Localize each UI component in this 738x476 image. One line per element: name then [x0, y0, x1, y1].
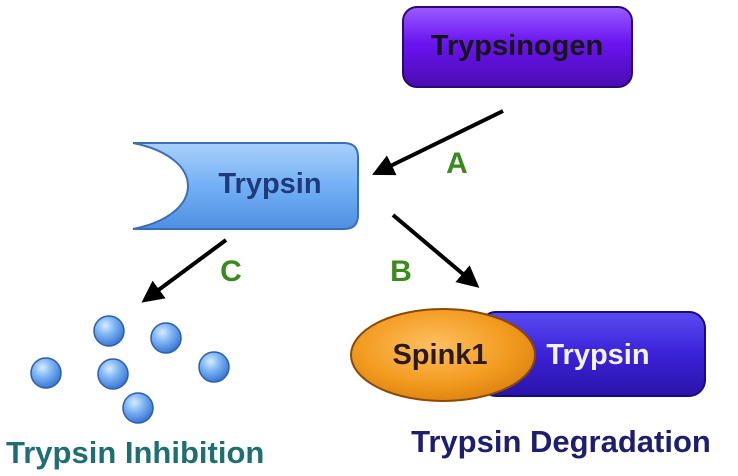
fragment-ball	[150, 322, 182, 354]
trypsin-bound-label: Trypsin	[546, 339, 649, 371]
trypsin-fragments	[30, 315, 230, 424]
caption-trypsin-degradation: Trypsin Degradation	[411, 424, 711, 459]
trypsin-spink1-complex: Trypsin Spink1	[350, 308, 706, 402]
spink1-label: Spink1	[392, 339, 487, 371]
fragment-ball	[198, 351, 230, 383]
step-label-a: A	[446, 147, 468, 180]
trypsinogen-label: Trypsinogen	[431, 30, 603, 62]
trypsin-label: Trypsin	[218, 168, 321, 200]
step-label-b: B	[390, 255, 412, 288]
spink1-ellipse	[350, 308, 536, 402]
trypsin-node: Trypsin	[132, 142, 359, 230]
fragment-ball	[93, 315, 125, 347]
caption-trypsin-inhibition: Trypsin Inhibition	[6, 435, 264, 470]
trypsinogen-node: Trypsinogen	[402, 6, 633, 88]
arrows	[141, 109, 504, 303]
fragment-ball	[30, 357, 62, 389]
fragment-ball	[122, 392, 154, 424]
arrow-c	[141, 238, 228, 303]
arrow-b	[391, 213, 480, 288]
arrow-a	[372, 109, 504, 176]
fragment-ball	[97, 358, 129, 390]
step-label-c: C	[220, 255, 242, 288]
